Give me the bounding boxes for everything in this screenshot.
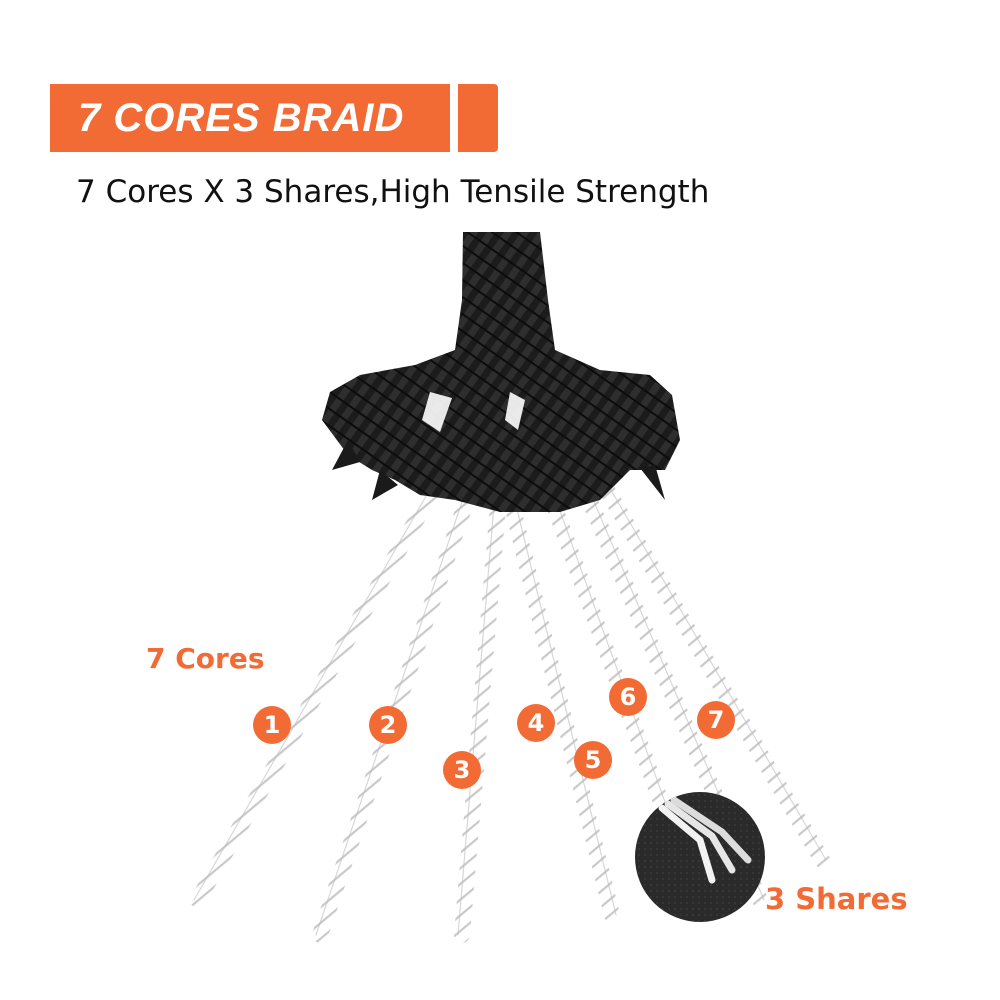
core-strand-4 [504, 497, 620, 923]
cores-label: 7 Cores [146, 642, 265, 675]
page-subtitle: 7 Cores X 3 Shares,High Tensile Strength [76, 174, 710, 210]
core-strand-7 [592, 470, 830, 868]
core-strand-1 [190, 462, 453, 908]
title-banner [50, 84, 450, 152]
core-badge-6: 6 [609, 678, 647, 716]
shares-label: 3 Shares [765, 882, 908, 916]
core-badge-4: 4 [517, 704, 555, 742]
title-banner-tab [458, 84, 498, 152]
core-strand-3 [454, 497, 506, 943]
braid-sheath [322, 232, 680, 512]
core-badge-1: 1 [253, 706, 291, 744]
shares-closeup-inset [635, 792, 765, 922]
core-badge-3: 3 [443, 751, 481, 789]
page-title: 7 CORES BRAID [78, 96, 405, 140]
core-badge-5: 5 [574, 741, 612, 779]
core-badge-2: 2 [369, 706, 407, 744]
core-badge-7: 7 [697, 701, 735, 739]
